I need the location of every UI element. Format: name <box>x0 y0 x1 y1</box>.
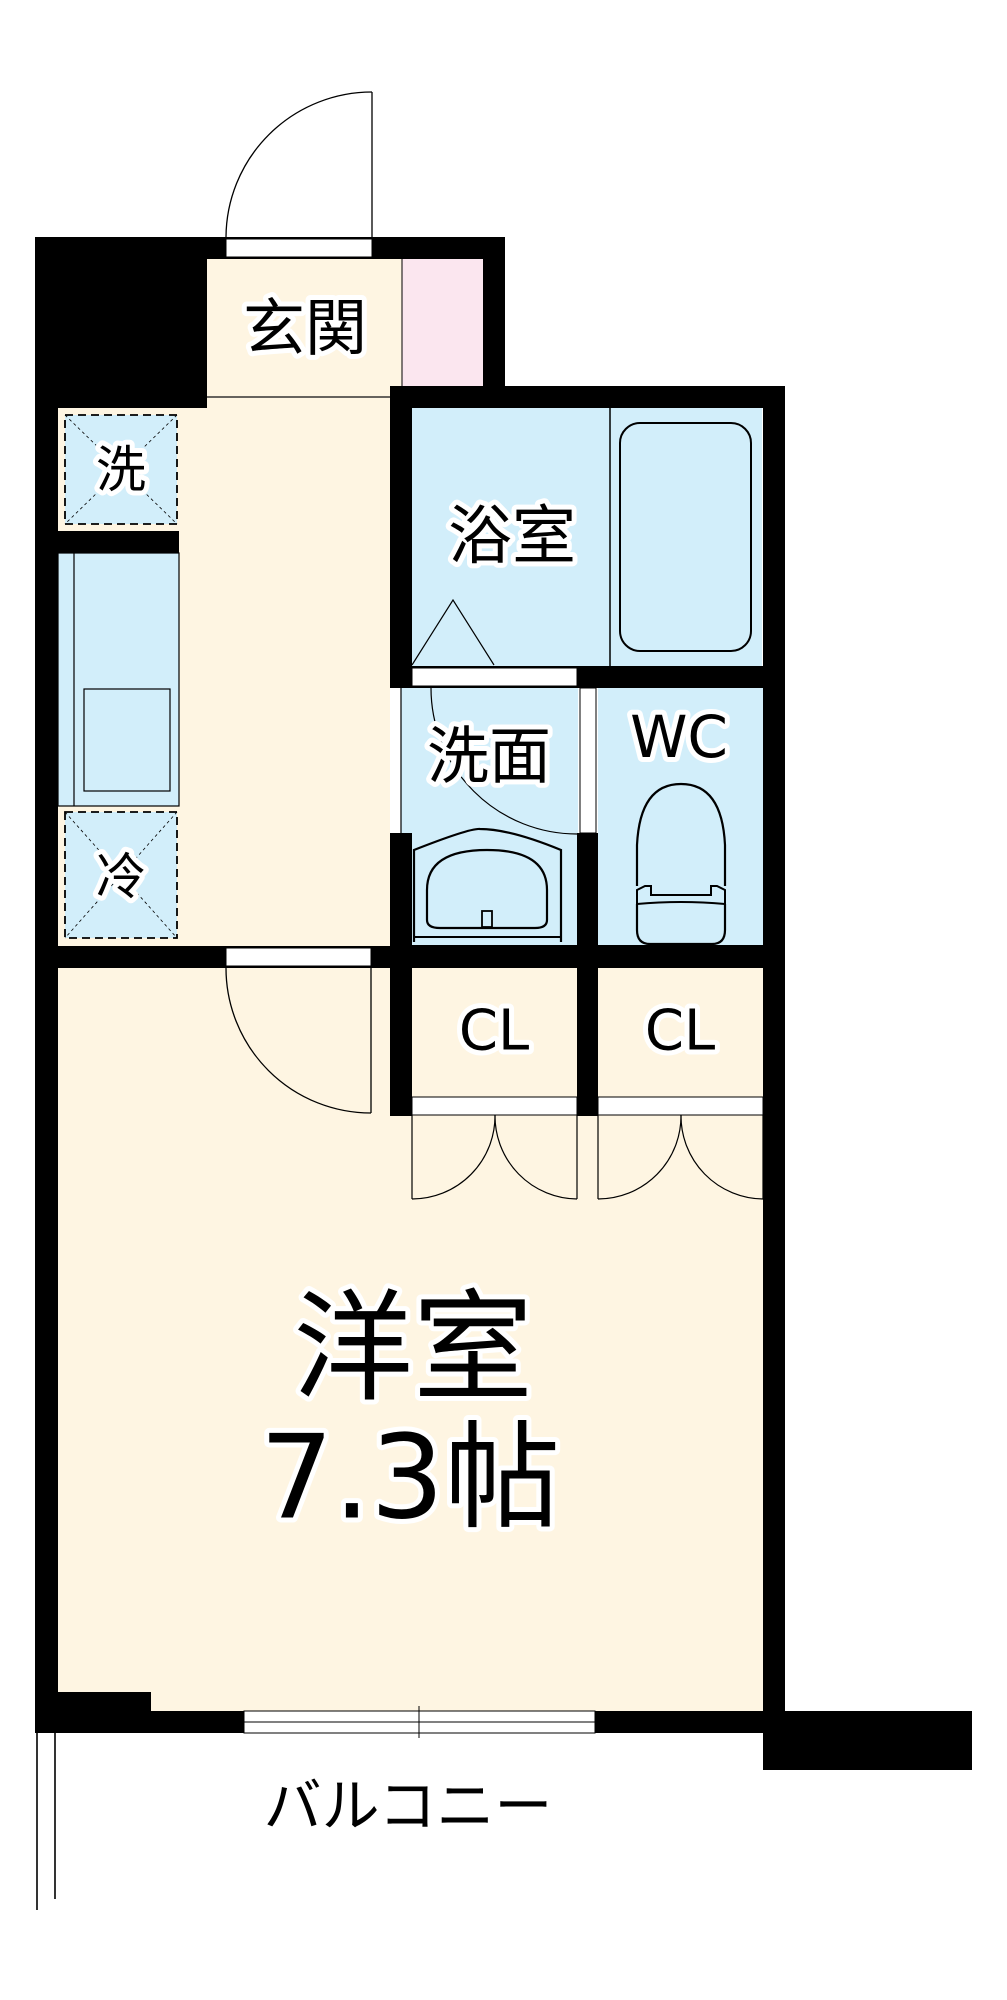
floor-fills <box>58 259 763 1711</box>
bath-fixtures <box>400 408 752 946</box>
label-balcony: バルコニー <box>264 1772 553 1840</box>
bath-door-opening <box>411 667 578 687</box>
label-toilet: WC <box>630 703 728 771</box>
kitchen-wall-stub <box>58 531 179 553</box>
bath-door-swing <box>411 598 495 666</box>
entrance-door-swing <box>225 91 373 238</box>
washroom-door-swing <box>430 687 578 835</box>
label-western-room: 洋室 <box>293 1280 533 1419</box>
closet-2-door-strip <box>597 1096 764 1116</box>
label-bathroom: 浴室 <box>448 500 576 574</box>
doors <box>225 91 764 1200</box>
washbasin-counter <box>412 827 563 942</box>
bathtub <box>619 422 752 652</box>
wc-door-panel <box>579 687 597 834</box>
washroom-floor <box>401 688 578 945</box>
kitchen-sink <box>83 688 171 792</box>
kitchen <box>57 414 180 939</box>
toilet-tank <box>635 904 727 946</box>
bathroom-floor <box>412 408 762 666</box>
genkan-floor <box>207 259 402 408</box>
shoe-closet <box>402 259 483 386</box>
label-genkan: 玄関 <box>243 292 367 365</box>
room-door-swing <box>225 967 372 1114</box>
label-fridge: 冷 <box>96 848 146 906</box>
label-closet-2: CL <box>645 999 715 1064</box>
washbasin-bowl <box>425 848 549 930</box>
label-washer: 洗 <box>96 441 146 499</box>
label-western-room-size: 7.3帖 <box>260 1411 560 1546</box>
faucet <box>481 910 493 928</box>
entrance-door-opening <box>225 238 373 258</box>
toilet-seat-hinge <box>636 885 726 906</box>
closet-1-doors <box>411 1114 578 1200</box>
room-door-opening <box>225 947 372 967</box>
label-closet-1: CL <box>459 999 529 1064</box>
balcony <box>36 1733 56 1910</box>
closet-1-door-strip <box>411 1096 578 1116</box>
labels: 玄関 洗 冷 浴室 洗面 WC CL CL 洋室 7.3帖 バルコニー <box>91 287 733 1841</box>
label-washroom: 洗面 <box>427 720 551 793</box>
toilet-bowl <box>635 782 727 886</box>
